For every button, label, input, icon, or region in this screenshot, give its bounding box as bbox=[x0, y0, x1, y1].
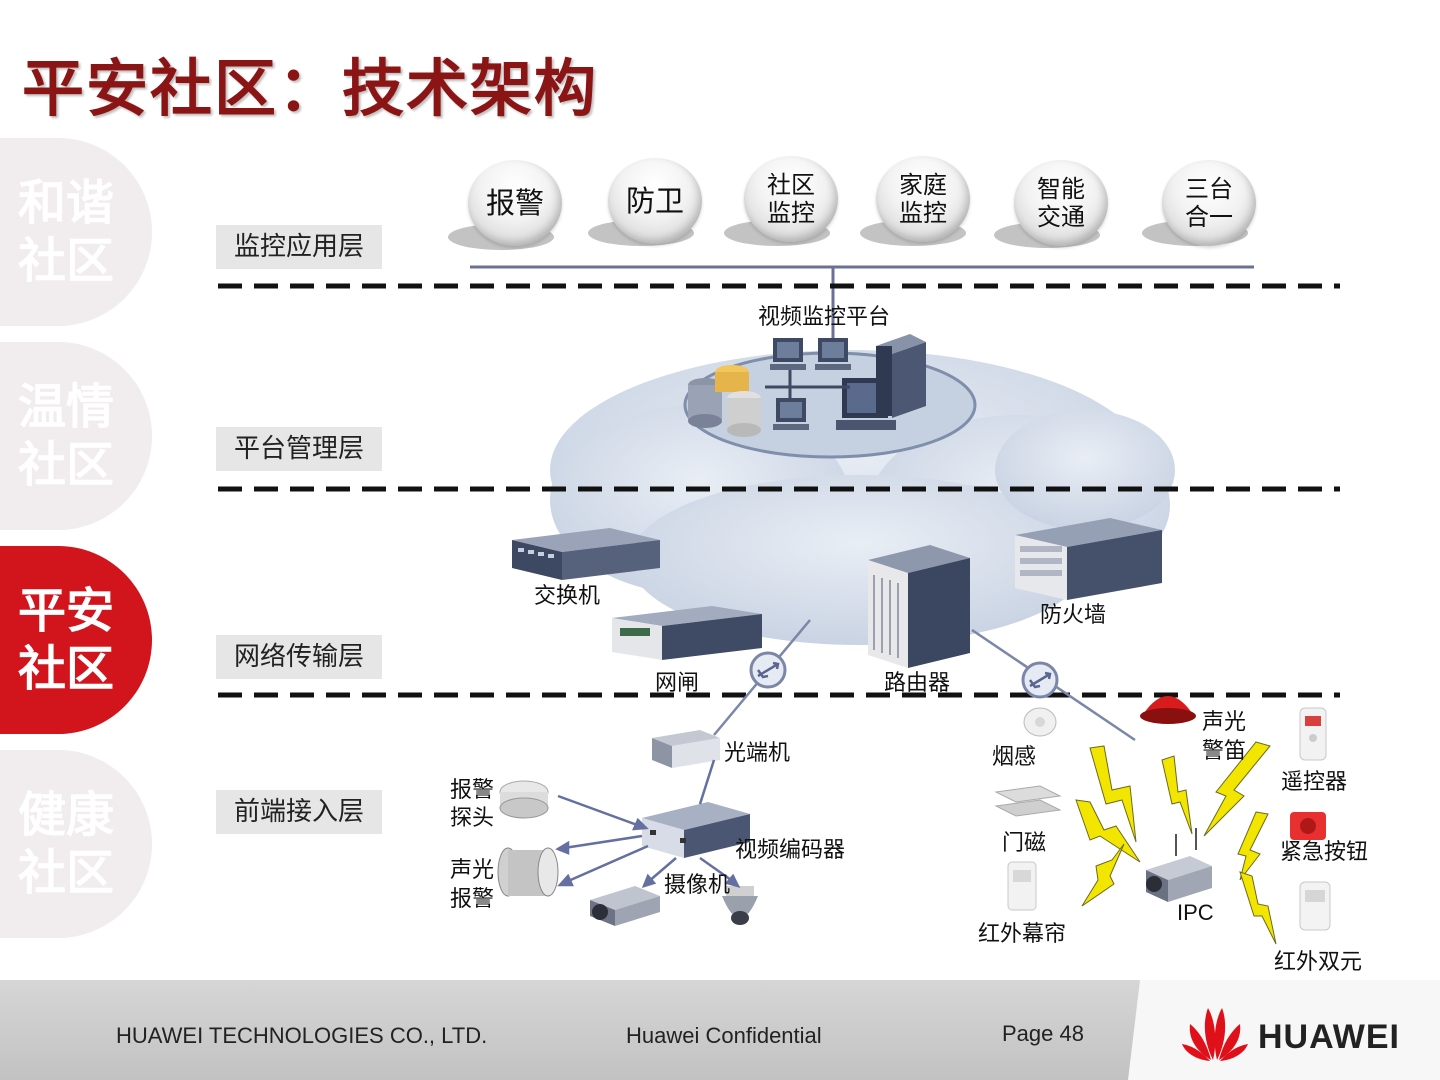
sidebar-tab-warm[interactable]: 温情 社区 bbox=[0, 342, 152, 530]
sidebar-tab-line2: 社区 bbox=[18, 641, 115, 697]
camera-icon bbox=[590, 886, 660, 926]
sidebar-tab-line1: 和谐 bbox=[18, 175, 115, 231]
door-label: 门磁 bbox=[1002, 831, 1047, 856]
switch-label: 交换机 bbox=[534, 584, 601, 609]
sidebar-tab-harmony[interactable]: 和谐 社区 bbox=[0, 138, 152, 326]
optical-transceiver-icon bbox=[652, 730, 720, 768]
app-line1: 防卫 bbox=[625, 184, 684, 218]
app-line2: 合一 bbox=[1185, 203, 1233, 231]
door-magnet-icon bbox=[994, 785, 1062, 817]
server-icon bbox=[876, 334, 926, 418]
footer-page-number: Page 48 bbox=[1002, 1021, 1084, 1046]
ipc-camera-icon bbox=[1146, 828, 1212, 902]
switch-icon bbox=[512, 528, 660, 580]
huawei-logo-text: HUAWEI bbox=[1258, 1018, 1400, 1056]
sound-light-alarm-label-1: 声光 bbox=[450, 858, 495, 883]
smoke-label: 烟感 bbox=[992, 745, 1037, 770]
encoder-label: 视频编码器 bbox=[735, 838, 846, 863]
siren-icon bbox=[1140, 696, 1196, 724]
panic-label: 紧急按钮 bbox=[1280, 840, 1369, 865]
ipc-label: IPC bbox=[1177, 900, 1214, 925]
footer-company: HUAWEI TECHNOLOGIES CO., LTD. bbox=[116, 1023, 488, 1048]
sound-light-alarm-label-2: 报警 bbox=[450, 887, 495, 912]
curtain-label: 红外幕帘 bbox=[978, 922, 1067, 947]
firewall-label: 防火墙 bbox=[1040, 603, 1107, 628]
app-smart-traffic-button[interactable]: 智能交通 bbox=[1014, 160, 1108, 246]
sidebar-tab-line1: 温情 bbox=[18, 379, 115, 435]
firewall-icon bbox=[1015, 518, 1162, 600]
wireless-link-icons bbox=[1075, 741, 1277, 945]
sidebar-tab-health[interactable]: 健康 社区 bbox=[0, 750, 152, 938]
sidebar-tab-line1: 健康 bbox=[18, 787, 115, 843]
dome-camera-icon bbox=[722, 886, 758, 925]
sidebar-tab-line2: 社区 bbox=[18, 437, 115, 493]
architecture-diagram bbox=[218, 265, 1340, 945]
smoke-detector-icon bbox=[1023, 707, 1057, 737]
encoder-arrows bbox=[555, 759, 741, 888]
infrared-dual-icon bbox=[1299, 881, 1331, 931]
app-line2: 交通 bbox=[1037, 203, 1085, 231]
sidebar-tab-safe[interactable]: 平安 社区 bbox=[0, 546, 152, 734]
app-defense-button[interactable]: 防卫 bbox=[608, 158, 702, 244]
siren-label-1: 声光 bbox=[1202, 710, 1247, 735]
huawei-logo-icon bbox=[1182, 1008, 1248, 1061]
app-line1: 报警 bbox=[485, 186, 544, 220]
layer-label-network: 网络传输层 bbox=[216, 635, 382, 679]
database-icon bbox=[688, 365, 761, 437]
footer-confidential: Huawei Confidential bbox=[626, 1023, 822, 1048]
app-three-in-one-button[interactable]: 三台合一 bbox=[1162, 160, 1256, 246]
camera-label: 摄像机 bbox=[664, 873, 731, 898]
infrared-curtain-icon bbox=[1007, 861, 1037, 911]
layer-label-platform: 平台管理层 bbox=[216, 427, 382, 471]
app-line1: 三台 bbox=[1185, 175, 1233, 203]
app-line1: 社区 bbox=[767, 171, 815, 199]
layer-label-app: 监控应用层 bbox=[216, 225, 382, 269]
alarm-probe-icon bbox=[499, 780, 549, 819]
app-line2: 监控 bbox=[767, 199, 815, 227]
router-icon bbox=[868, 545, 970, 668]
router-label: 路由器 bbox=[884, 671, 951, 696]
app-home-monitor-button[interactable]: 家庭监控 bbox=[876, 156, 970, 242]
gateway-icon bbox=[612, 606, 762, 660]
sidebar-tab-line2: 社区 bbox=[18, 845, 115, 901]
sidebar-tab-line1: 平安 bbox=[18, 583, 115, 639]
alarm-probe-label-2: 探头 bbox=[450, 806, 495, 831]
video-encoder-icon bbox=[642, 802, 750, 858]
sound-light-alarm-icon bbox=[497, 847, 559, 897]
remote-label: 遥控器 bbox=[1281, 770, 1348, 795]
app-line1: 家庭 bbox=[899, 171, 947, 199]
optical-label: 光端机 bbox=[724, 741, 791, 766]
dual-label: 红外双元 bbox=[1274, 950, 1363, 975]
panic-button-icon bbox=[1290, 812, 1326, 840]
page-title: 平安社区：技术架构 bbox=[22, 52, 599, 125]
app-line2: 监控 bbox=[899, 199, 947, 227]
layer-label-frontend: 前端接入层 bbox=[216, 790, 382, 834]
app-community-monitor-button[interactable]: 社区监控 bbox=[744, 156, 838, 242]
remote-control-icon bbox=[1299, 707, 1327, 761]
platform-label: 视频监控平台 bbox=[758, 305, 891, 330]
app-line1: 智能 bbox=[1037, 175, 1085, 203]
app-alarm-button[interactable]: 报警 bbox=[468, 160, 562, 246]
gateway-label: 网闸 bbox=[655, 671, 700, 696]
siren-label-2: 警笛 bbox=[1202, 739, 1247, 764]
sidebar-tab-line2: 社区 bbox=[18, 233, 115, 289]
footer-logo-panel bbox=[1128, 980, 1440, 1080]
alarm-probe-label-1: 报警 bbox=[450, 778, 495, 803]
